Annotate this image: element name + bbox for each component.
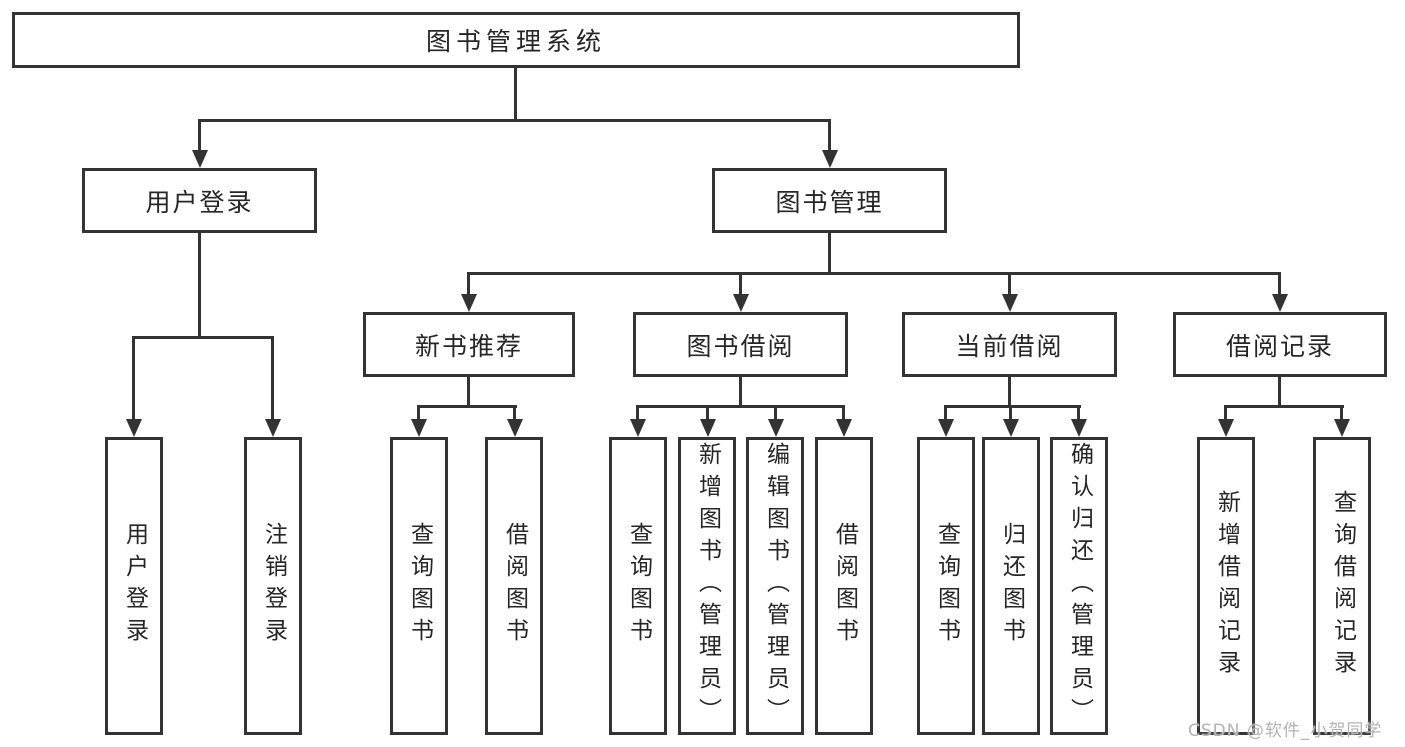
connector-drop-borrow-record xyxy=(1278,272,1281,296)
connector-book-borrow-stem xyxy=(739,377,742,407)
leaf-label: 用户登录 xyxy=(121,522,148,650)
connector-book-mgmt-span xyxy=(467,272,1281,275)
node-query-books-current: 查询图书 xyxy=(917,437,975,735)
node-query-borrow-record: 查询借阅记录 xyxy=(1313,437,1371,735)
connector-drop xyxy=(774,405,777,421)
connector-root-stem xyxy=(514,68,517,120)
connector-drop xyxy=(1077,405,1080,421)
leaf-label: 编辑图书（管理员） xyxy=(762,442,789,730)
arrow-down-icon xyxy=(836,419,852,437)
connector-drop xyxy=(842,405,845,421)
connector-drop xyxy=(417,405,420,421)
connector-user-login-span xyxy=(132,336,274,339)
node-borrow-records: 借阅记录 xyxy=(1173,312,1387,377)
node-add-book-admin: 新增图书（管理员） xyxy=(678,437,736,735)
node-new-book-recommend: 新书推荐 xyxy=(363,312,575,377)
connector-drop-user-login xyxy=(198,119,201,152)
node-return-books: 归还图书 xyxy=(982,437,1040,735)
leaf-label: 新增图书（管理员） xyxy=(694,442,721,730)
node-query-books-borrow: 查询图书 xyxy=(609,437,667,735)
leaf-label: 借阅图书 xyxy=(501,522,528,650)
connector-book-mgmt-stem xyxy=(828,233,831,274)
node-query-books-recommend: 查询图书 xyxy=(390,437,448,735)
connector-drop xyxy=(706,405,709,421)
arrow-down-icon xyxy=(630,419,646,437)
node-borrow-books-recommend: 借阅图书 xyxy=(485,437,543,735)
leaf-label: 查询图书 xyxy=(625,522,652,650)
connector-drop-book-borrow xyxy=(739,272,742,296)
connector-drop xyxy=(1340,405,1343,421)
arrow-down-icon xyxy=(265,419,281,437)
node-logout-leaf: 注销登录 xyxy=(244,437,302,735)
connector-borrow-record-span xyxy=(1224,405,1344,408)
connector-drop-login-leaf xyxy=(132,336,135,421)
arrow-down-icon xyxy=(461,294,477,312)
arrow-down-icon xyxy=(1272,294,1288,312)
connector-drop-logout-leaf xyxy=(271,336,274,421)
node-book-borrow: 图书借阅 xyxy=(633,312,848,377)
node-user-login-leaf: 用户登录 xyxy=(105,437,163,735)
node-book-management: 图书管理 xyxy=(712,168,947,233)
leaf-label: 归还图书 xyxy=(998,522,1025,650)
leaf-label: 注销登录 xyxy=(260,522,287,650)
arrow-down-icon xyxy=(938,419,954,437)
connector-drop xyxy=(1224,405,1227,421)
node-current-borrow: 当前借阅 xyxy=(902,312,1117,377)
arrow-down-icon xyxy=(1002,294,1018,312)
connector-user-login-stem xyxy=(198,233,201,338)
arrow-down-icon xyxy=(822,150,838,168)
watermark: CSDN @软件_小贺同学 xyxy=(1188,721,1383,741)
connector-drop xyxy=(636,405,639,421)
node-edit-book-admin: 编辑图书（管理员） xyxy=(746,437,804,735)
leaf-label: 确认归还（管理员） xyxy=(1066,442,1093,730)
connector-drop xyxy=(1009,405,1012,421)
connector-book-borrow-span xyxy=(636,405,845,408)
arrow-down-icon xyxy=(733,294,749,312)
connector-drop-new-book xyxy=(467,272,470,296)
arrow-down-icon xyxy=(192,150,208,168)
connector-new-book-span xyxy=(417,405,517,408)
node-library-system: 图书管理系统 xyxy=(12,12,1020,68)
leaf-label: 查询图书 xyxy=(933,522,960,650)
arrow-down-icon xyxy=(1003,419,1019,437)
leaf-label: 新增借阅记录 xyxy=(1213,490,1240,682)
arrow-down-icon xyxy=(1218,419,1234,437)
leaf-label: 查询图书 xyxy=(406,522,433,650)
connector-new-book-stem xyxy=(467,377,470,407)
arrow-down-icon xyxy=(411,419,427,437)
arrow-down-icon xyxy=(507,419,523,437)
arrow-down-icon xyxy=(700,419,716,437)
leaf-label: 借阅图书 xyxy=(831,522,858,650)
connector-drop-current-borrow xyxy=(1008,272,1011,296)
leaf-label: 查询借阅记录 xyxy=(1329,490,1356,682)
connector-current-borrow-span xyxy=(944,405,1081,408)
connector-root-span xyxy=(198,119,831,122)
arrow-down-icon xyxy=(768,419,784,437)
node-user-login: 用户登录 xyxy=(82,168,317,233)
connector-drop xyxy=(513,405,516,421)
arrow-down-icon xyxy=(1071,419,1087,437)
connector-current-borrow-stem xyxy=(1008,377,1011,407)
node-borrow-books-leaf: 借阅图书 xyxy=(815,437,873,735)
arrow-down-icon xyxy=(1334,419,1350,437)
connector-drop-book-mgmt xyxy=(828,119,831,152)
node-confirm-return-admin: 确认归还（管理员） xyxy=(1050,437,1108,735)
connector-drop xyxy=(944,405,947,421)
connector-borrow-record-stem xyxy=(1278,377,1281,407)
node-add-borrow-record: 新增借阅记录 xyxy=(1197,437,1255,735)
arrow-down-icon xyxy=(126,419,142,437)
